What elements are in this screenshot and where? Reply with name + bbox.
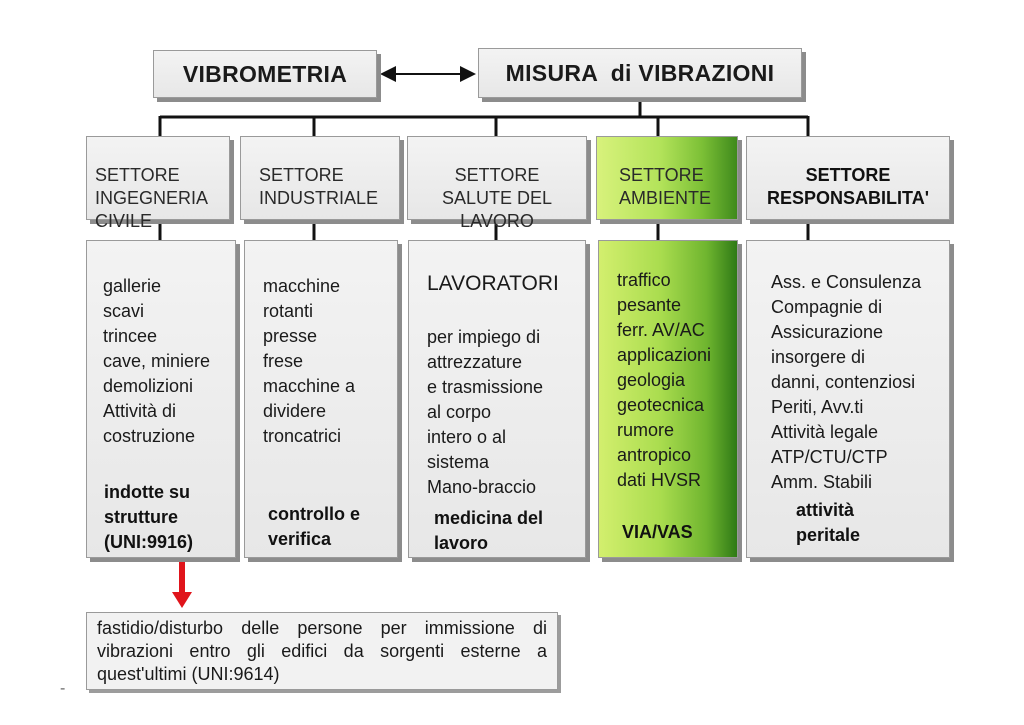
conclusion-civile: indotte su strutture (UNI:9916) [104,482,194,552]
column-salute-items: per impiego di attrezzature e trasmissio… [427,327,544,497]
column-ambiente: traffico pesante ferr. AV/AC applicazion… [598,240,738,558]
column-responsabilita-items: Ass. e Consulenza Compagnie di Assicuraz… [771,272,922,492]
column-salute: LAVORATORI per impiego di attrezzature e… [408,240,586,558]
sector-industriale-box: SETTORE INDUSTRIALE [240,136,400,220]
column-industriale: macchine rotanti presse frese macchine a… [244,240,398,558]
column-civile: gallerie scavi trincee cave, miniere dem… [86,240,236,558]
sector-salute-box: SETTORE SALUTE DEL LAVORO [407,136,587,231]
misura-vibrazioni-title: MISURA di VIBRAZIONI [505,59,775,86]
bottom-note-box: fastidio/disturbo delle persone per immi… [86,612,558,690]
sector-industriale-label: SETTORE INDUSTRIALE [259,165,379,208]
vibrometria-title-box: VIBROMETRIA [153,50,377,98]
sector-ambiente-label: SETTORE AMBIENTE [619,165,712,208]
sector-responsabilita-label: SETTORE RESPONSABILITA' [767,165,929,208]
vibrometria-title: VIBROMETRIA [182,60,348,87]
sector-ambiente-box: SETTORE AMBIENTE [596,136,738,220]
conclusion-responsabilita: attività peritale [796,500,861,545]
conclusion-salute: medicina del lavoro [434,508,544,553]
bottom-note: fastidio/disturbo delle persone per immi… [97,618,547,684]
sector-responsabilita-box: SETTORE RESPONSABILITA' [746,136,950,220]
column-industriale-items: macchine rotanti presse frese macchine a… [263,276,356,446]
misura-vibrazioni-title-box: MISURA di VIBRAZIONI [478,48,802,98]
corner-mark: - [60,680,66,697]
column-responsabilita: Ass. e Consulenza Compagnie di Assicuraz… [746,240,950,558]
sector-salute-label: SETTORE SALUTE DEL LAVORO [441,165,553,231]
column-ambiente-items: traffico pesante ferr. AV/AC applicazion… [617,270,712,490]
sector-civile-label: SETTORE INGEGNERIA CIVILE [95,165,209,231]
conclusion-ambiente: VIA/VAS [622,522,693,542]
conclusion-industriale: controllo e verifica [268,504,361,549]
column-salute-heading: LAVORATORI [427,272,559,295]
column-civile-items: gallerie scavi trincee cave, miniere dem… [103,276,211,446]
sector-civile-box: SETTORE INGEGNERIA CIVILE [86,136,230,231]
